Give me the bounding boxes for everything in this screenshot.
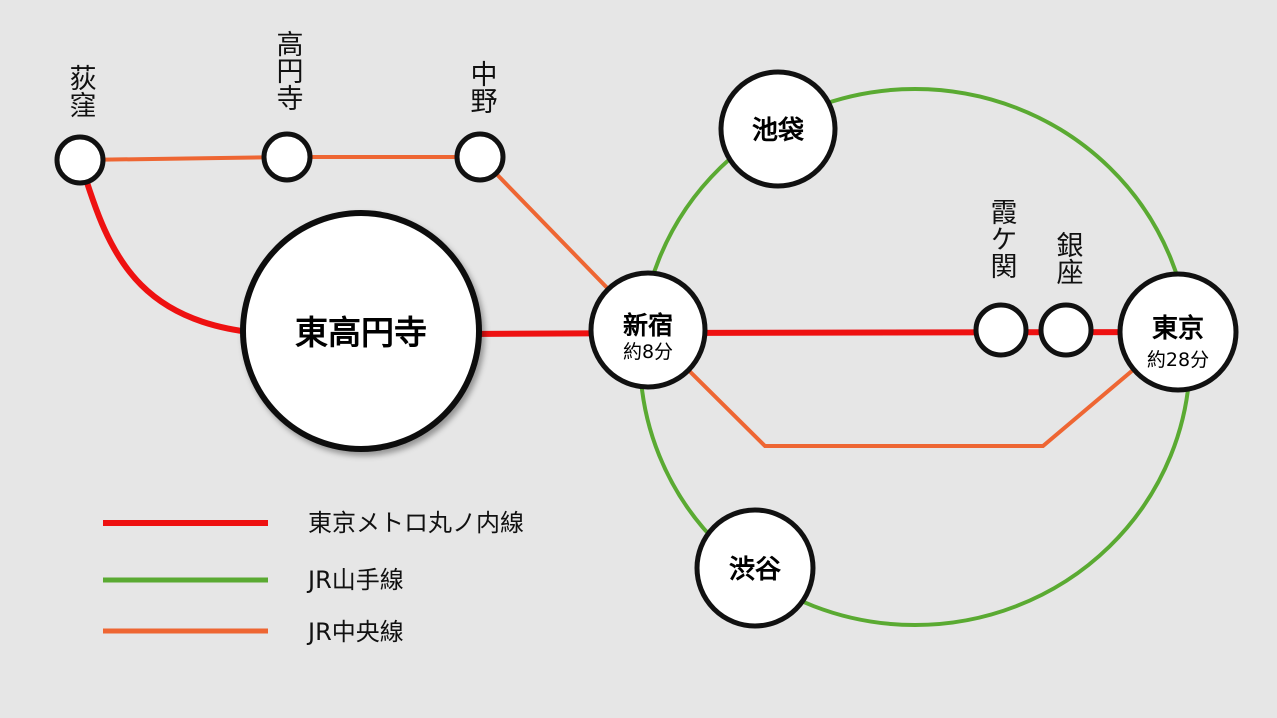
legend: 東京メトロ丸ノ内線 JR山手線 JR中央線	[103, 509, 524, 646]
chuo-line-west	[79, 155, 650, 332]
station-ikebukuro-marker[interactable]	[718, 69, 838, 189]
station-shinjuku-marker[interactable]	[588, 270, 708, 390]
legend-label-yamanote: JR山手線	[306, 566, 404, 594]
station-koenji-label: 高円寺	[272, 30, 303, 111]
legend-label-chuo: JR中央線	[306, 618, 404, 646]
station-tokyo-marker[interactable]	[1117, 271, 1239, 393]
station-higashi-koenji-label: 東高円寺	[295, 313, 427, 352]
station-nakano-label: 中野	[466, 60, 497, 114]
station-koenji-marker[interactable]	[261, 131, 313, 183]
station-shinjuku-time: 約8分	[623, 341, 673, 363]
station-kasumigaseki-marker[interactable]	[973, 302, 1029, 358]
station-ogikubo-label: 荻窪	[65, 64, 96, 118]
station-shibuya-label: 渋谷	[729, 555, 782, 585]
station-ginza-marker[interactable]	[1038, 302, 1094, 358]
station-ikebukuro-label: 池袋	[752, 116, 805, 146]
legend-label-marunouchi: 東京メトロ丸ノ内線	[308, 509, 524, 537]
station-shinjuku-label: 新宿	[623, 311, 673, 340]
station-shibuya-marker[interactable]	[694, 507, 816, 629]
station-tokyo-time: 約28分	[1147, 349, 1209, 371]
station-higashi-koenji-marker[interactable]	[240, 210, 482, 452]
station-nakano-marker[interactable]	[454, 131, 506, 183]
station-tokyo-label: 東京	[1152, 313, 1204, 344]
station-ogikubo-marker[interactable]	[54, 134, 106, 186]
chuo-line-east	[646, 328, 1180, 448]
station-kasumigaseki-label: 霞ケ関	[986, 198, 1017, 279]
station-ginza-label: 銀座	[1052, 231, 1084, 285]
